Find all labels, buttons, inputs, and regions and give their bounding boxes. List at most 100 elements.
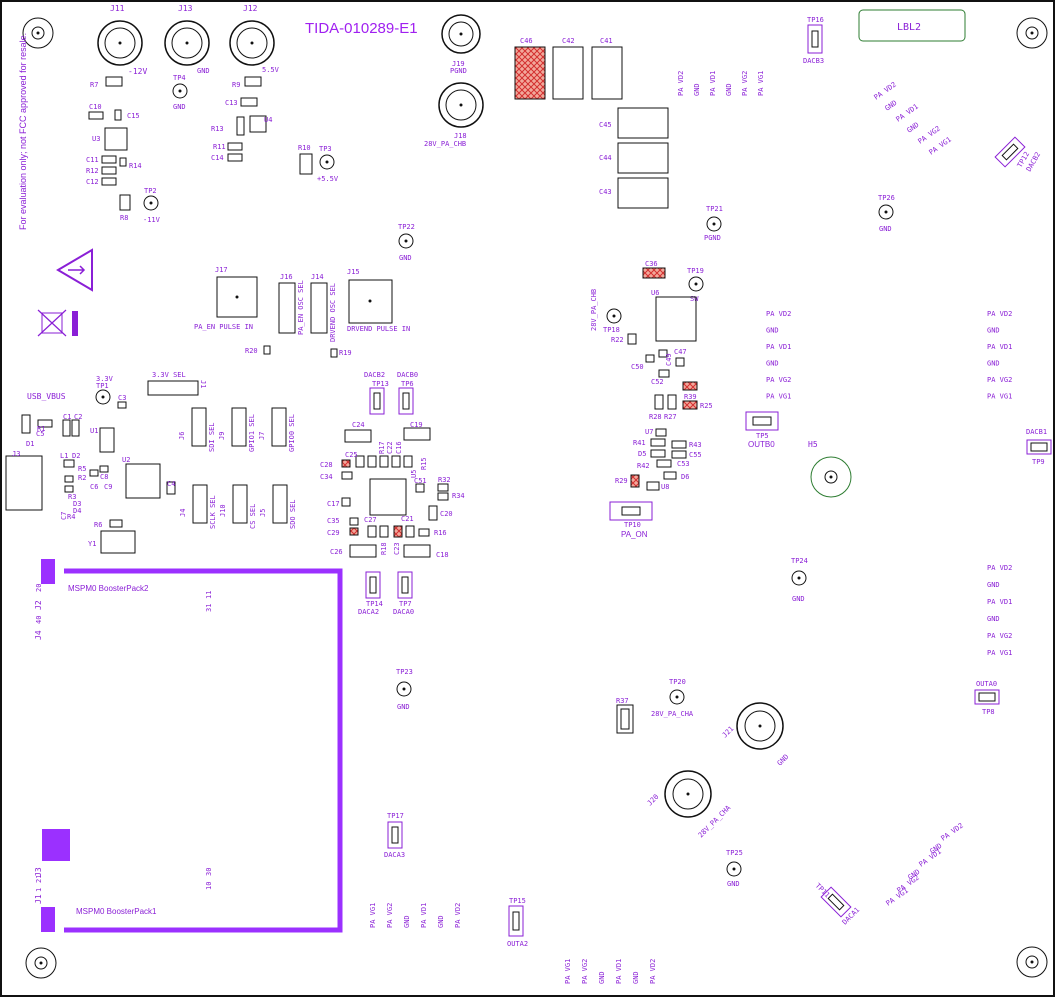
c47-label: C47: [674, 348, 687, 356]
j20-net: 28V_PA_CHA: [697, 803, 733, 839]
usb-vbus-label: USB_VBUS: [27, 392, 66, 401]
pa-net-label: PA VG2: [741, 71, 749, 96]
j9-function: GPIO1 SEL: [248, 414, 256, 452]
d2-label: D2: [72, 452, 80, 460]
tp21-label: TP21: [706, 205, 723, 213]
c19-label: C19: [410, 421, 423, 429]
j17-part: [216, 276, 258, 318]
tp22-label: TP22: [398, 223, 415, 231]
pa-net-label: GND: [437, 915, 445, 928]
d1-label: D1: [26, 440, 34, 448]
j21-net: GND: [776, 753, 791, 768]
c23-label: C23: [393, 542, 401, 555]
c5-label: C5: [36, 430, 44, 438]
d5-label: D5: [638, 450, 646, 458]
c12-label: C12: [86, 178, 99, 186]
pa-net-label: PA VD2: [649, 959, 657, 984]
j6-function: SDI SEL: [208, 422, 216, 452]
j16-part: [278, 282, 296, 334]
c27-label: C27: [364, 516, 377, 524]
tp10-label: TP10: [624, 521, 641, 529]
tp17-label: TP17: [387, 812, 404, 820]
c10-label: C10: [89, 103, 102, 111]
c43-part: [617, 177, 669, 209]
j9-label: J9: [218, 432, 226, 440]
c29-label: C29: [327, 529, 340, 537]
c24-label: C24: [352, 421, 365, 429]
d6-label: D6: [681, 473, 689, 481]
tp1-net: 3.3V: [96, 375, 114, 383]
u1-label: U1: [90, 427, 98, 435]
c18-label: C18: [436, 551, 449, 559]
r9-label: R9: [232, 81, 240, 89]
j15-part: [348, 279, 393, 324]
j19-label: J19: [452, 60, 465, 68]
j1-pin1: 1: [35, 888, 43, 892]
u5-label: U5: [410, 470, 418, 478]
pa-net-label: GND: [766, 327, 779, 335]
u3-label: U3: [92, 135, 100, 143]
r41-label: R41: [633, 439, 646, 447]
j4-label: J4: [34, 630, 43, 640]
pa-net-label: PA VD1: [987, 343, 1012, 351]
u2-part: [125, 463, 161, 499]
u4-part: [249, 115, 267, 133]
pa-net-label: PA VG2: [581, 959, 589, 984]
j2-connector: [41, 559, 55, 584]
tp17-net: DACA3: [384, 851, 405, 859]
pa-net-label: PA VG1: [987, 649, 1012, 657]
tp2-label: TP2: [144, 187, 157, 195]
pa-net-label: GND: [906, 121, 921, 135]
j11-net: -12V: [128, 67, 147, 76]
label-box: [858, 9, 966, 42]
pa-net-label: GND: [987, 360, 1000, 368]
j20-label: J20: [646, 793, 661, 808]
j1-label: J1: [199, 380, 207, 388]
c34-label: C34: [320, 473, 333, 481]
r2-label: R2: [78, 474, 86, 482]
r25-label: R25: [700, 402, 713, 410]
tp13-net: DACB2: [364, 371, 385, 379]
j3-pin21: 21: [35, 875, 43, 883]
mounting-hole-top-right: [1016, 17, 1048, 49]
tp6-net: DACB0: [397, 371, 418, 379]
tp8-net: OUTA0: [976, 680, 997, 688]
c46-part: [514, 46, 546, 100]
d4-label: D4: [73, 507, 81, 515]
j14-function: DRVEND OSC SEL: [329, 283, 337, 342]
c4-label: C4: [167, 480, 175, 488]
tp18: [606, 308, 622, 324]
tp19-net: SW: [690, 295, 699, 303]
c41-label: C41: [600, 37, 613, 45]
u2-label: U2: [122, 456, 130, 464]
j18-label: J18: [454, 132, 467, 140]
r43-label: R43: [689, 441, 702, 449]
tp9-label: TP9: [1032, 458, 1045, 466]
j13-label: J13: [178, 4, 193, 13]
tp5-net: OUTB0: [748, 440, 775, 449]
tp16-net: DACB3: [803, 57, 824, 65]
pa-net-label: GND: [766, 360, 779, 368]
pa-net-label: PA VG1: [766, 393, 791, 401]
r4-label: R4: [67, 513, 75, 521]
pa-net-label: PA VD1: [615, 959, 623, 984]
tp14-label: TP14: [366, 600, 383, 608]
tp24-label: TP24: [791, 557, 808, 565]
c13-label: C13: [225, 99, 238, 107]
tp16-label: TP16: [807, 16, 824, 24]
connector-j11: [97, 20, 143, 66]
c8-label: C8: [100, 473, 108, 481]
pa-net-label: PA VD2: [940, 822, 965, 843]
pa-net-label: PA VD2: [454, 903, 462, 928]
j4-function: SCLK SEL: [209, 495, 217, 529]
j2-pin20: 20: [35, 584, 43, 592]
r6-label: R6: [94, 521, 102, 529]
tp23: [396, 681, 412, 697]
pa-net-label: GND: [987, 581, 1000, 589]
connector-j20: [664, 770, 712, 818]
r1-label: R1: [37, 425, 45, 433]
